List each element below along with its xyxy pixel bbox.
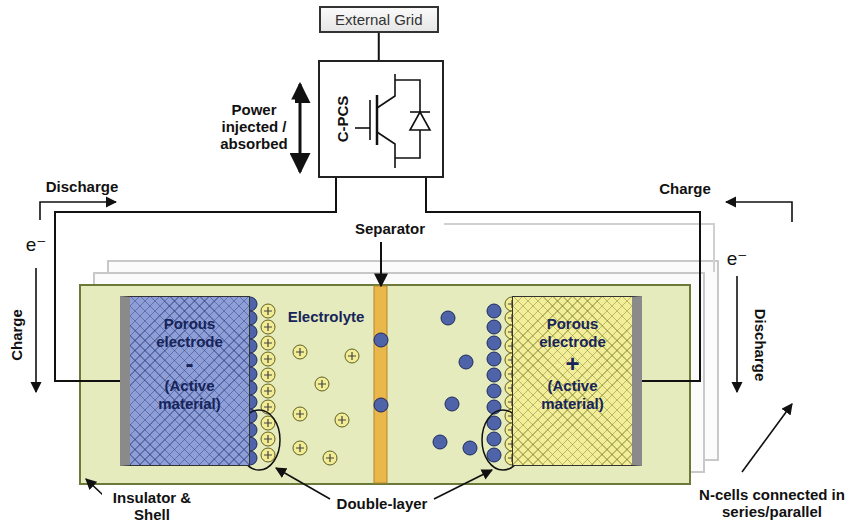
discharge-arrow [736,276,738,392]
cation-dot [261,336,275,350]
anion-dot [445,397,459,411]
power-flow-arrow [299,84,302,172]
separator-leader [380,242,382,286]
cation-dot [261,368,275,382]
node-label: (Active material) [138,377,241,413]
separator-membrane [374,286,387,483]
anion-dot [487,304,501,318]
cation-dot [261,448,275,462]
cation-dots [261,297,519,465]
anion-dot [441,311,455,325]
negative-electrode: Porous electrode-(Active material) [120,296,250,466]
cell-shell [80,285,690,484]
cation-dot [315,377,329,391]
cation-dot [293,345,307,359]
cation-dot [335,413,349,427]
node-label: External Grid [335,11,423,28]
anion-dot [487,432,501,446]
converter-box: C-PCS [318,60,444,178]
positive-electrode: Porous electrode+(Active material) [512,296,642,466]
cation-dot [261,432,275,446]
double-layer-leader [276,468,330,499]
cation-dot [261,384,275,398]
charge-arrow [35,268,37,392]
anion-dot [374,333,388,347]
annotation-label: Power injected / absorbed [213,100,295,153]
annotation-label: N-cells connected in series/parallel [696,485,848,521]
grid-box: External Grid [319,6,439,33]
annotation-label: e⁻ [725,249,750,268]
node-label: Porous electrode [521,315,624,351]
cation-dot [345,349,359,363]
cation-dot [293,407,307,421]
anion-dot [463,441,477,455]
annotation-label: Electrolyte [286,307,367,326]
cation-dot [261,352,275,366]
cell-copy-wire [444,224,714,272]
annotation-label: Discharge [44,177,121,196]
power-wire [378,33,380,60]
annotation-label: Charge [657,179,713,198]
node-label: - [138,351,241,377]
node-label: Porous electrode [138,315,241,351]
annotation-label: Discharge [751,307,770,384]
cation-dot [323,451,337,465]
annotation-label: Insulator & Shell [102,488,202,524]
annotation-label: Separator [353,219,427,238]
double-layer-leader [434,470,492,499]
node-label: (Active material) [521,377,624,413]
annotation-label: Double-layer [335,494,430,513]
charge-arrow [726,202,792,222]
n-cells-leader [742,404,792,472]
anion-dot [487,352,501,366]
anion-dot [487,448,501,462]
node-label: C-PCS [334,96,351,143]
igbt-symbol [355,74,430,168]
anion-dot [433,435,447,449]
anion-dot [487,384,501,398]
anion-dot [374,398,388,412]
anion-dot [459,355,473,369]
anion-dot [487,320,501,334]
anion-dot [487,336,501,350]
node-label: + [521,351,624,377]
annotation-label: Charge [7,307,26,363]
cation-dot [261,304,275,318]
anion-dot [487,368,501,382]
cation-dot [293,441,307,455]
cation-dot [261,320,275,334]
annotation-label: e⁻ [24,235,49,254]
anion-dots [243,297,501,465]
